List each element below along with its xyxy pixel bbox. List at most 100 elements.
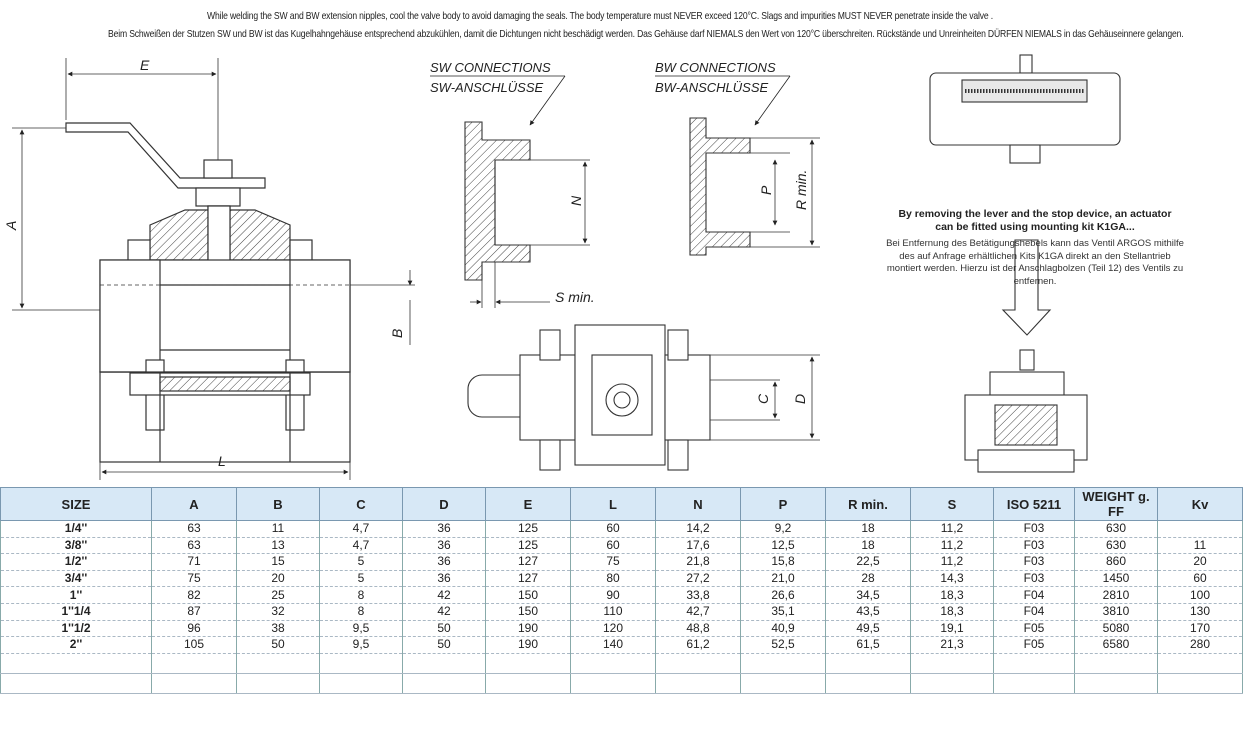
table-cell: 50	[236, 636, 320, 654]
welding-note-english: While welding the SW and BW extension ni…	[207, 10, 993, 22]
col-b: B	[236, 487, 320, 521]
col-iso: ISO 5211	[993, 487, 1075, 521]
table-cell: 170	[1157, 620, 1243, 638]
table-cell: 18,3	[910, 603, 994, 621]
col-s: S	[910, 487, 994, 521]
col-weight: WEIGHT g. FF	[1074, 487, 1158, 521]
table-cell: 20	[236, 570, 320, 588]
table-cell: F05	[993, 636, 1075, 654]
size-cell: 1''1/2	[0, 620, 152, 638]
table-header-row: SIZE A B C D E L N P R min. S ISO 5211 W…	[0, 487, 1243, 521]
dim-label-l: L	[218, 453, 226, 469]
table-cell: F03	[993, 537, 1075, 555]
table-cell: 75	[570, 553, 656, 571]
table-cell: 150	[485, 603, 571, 621]
size-cell: 2''	[0, 636, 152, 654]
table-cell: 14,3	[910, 570, 994, 588]
table-cell: 32	[236, 603, 320, 621]
empty-cell	[1157, 653, 1243, 674]
size-cell: 1/4''	[0, 520, 152, 538]
table-cell: 630	[1074, 520, 1158, 538]
empty-cell	[740, 673, 826, 694]
table-cell: 15,8	[740, 553, 826, 571]
table-cell: 61,2	[655, 636, 741, 654]
table-cell: 11,2	[910, 520, 994, 538]
table-cell: 42	[402, 586, 486, 604]
table-cell: 4,7	[319, 537, 403, 555]
empty-cell	[655, 653, 741, 674]
table-cell: 190	[485, 636, 571, 654]
table-cell: 9,5	[319, 636, 403, 654]
table-cell: 60	[570, 520, 656, 538]
bw-connections-title: BW CONNECTIONS	[655, 60, 776, 75]
table-cell: 5080	[1074, 620, 1158, 638]
table-cell: 125	[485, 520, 571, 538]
empty-cell	[485, 653, 571, 674]
table-cell: 110	[570, 603, 656, 621]
empty-row	[0, 653, 1243, 674]
table-cell: 140	[570, 636, 656, 654]
table-cell: 3810	[1074, 603, 1158, 621]
size-cell: 1''	[0, 586, 152, 604]
dim-label-a: A	[3, 221, 19, 231]
empty-cell	[151, 673, 237, 694]
table-cell: 71	[151, 553, 237, 571]
table-cell: 11,2	[910, 553, 994, 571]
empty-cell	[570, 653, 656, 674]
col-size: SIZE	[0, 487, 152, 521]
table-cell: 35,1	[740, 603, 826, 621]
table-cell: 21,0	[740, 570, 826, 588]
dim-label-n: N	[568, 195, 584, 206]
table-cell: F03	[993, 520, 1075, 538]
table-cell: 61,5	[825, 636, 911, 654]
empty-cell	[485, 673, 571, 694]
table-cell: 60	[1157, 570, 1243, 588]
col-d: D	[402, 487, 486, 521]
table-cell: 8	[319, 586, 403, 604]
table-cell: F05	[993, 620, 1075, 638]
table-cell: 27,2	[655, 570, 741, 588]
table-cell: 36	[402, 520, 486, 538]
table-cell: 33,8	[655, 586, 741, 604]
bw-connection-section	[689, 117, 820, 256]
table-cell: 34,5	[825, 586, 911, 604]
table-cell	[1157, 520, 1243, 538]
actuator-note: By removing the lever and the stop devic…	[885, 208, 1185, 288]
table-cell: 860	[1074, 553, 1158, 571]
table-cell: 18,3	[910, 586, 994, 604]
size-cell: 3/8''	[0, 537, 152, 555]
table-cell: 63	[151, 520, 237, 538]
empty-cell	[570, 673, 656, 694]
size-cell: 1/2''	[0, 553, 152, 571]
empty-cell	[319, 653, 403, 674]
table-cell: F04	[993, 586, 1075, 604]
table-cell: 11	[236, 520, 320, 538]
empty-cell	[825, 673, 911, 694]
actuator-note-german: Bei Entfernung des Betätigungshebels kan…	[886, 238, 1184, 287]
table-cell: 96	[151, 620, 237, 638]
empty-cell	[910, 653, 994, 674]
sw-connections-title: SW CONNECTIONS	[430, 60, 551, 75]
table-cell: 11,2	[910, 537, 994, 555]
table-cell: 20	[1157, 553, 1243, 571]
col-n: N	[655, 487, 741, 521]
table-cell: 280	[1157, 636, 1243, 654]
empty-cell	[993, 653, 1075, 674]
size-cell: 1''1/4	[0, 603, 152, 621]
size-cell: 3/4''	[0, 570, 152, 588]
table-cell: 40,9	[740, 620, 826, 638]
dim-label-r-min: R min.	[793, 170, 809, 210]
empty-cell	[1074, 673, 1158, 694]
col-e: E	[485, 487, 571, 521]
table-cell: 36	[402, 553, 486, 571]
table-cell: 21,3	[910, 636, 994, 654]
table-cell: 60	[570, 537, 656, 555]
table-cell: 36	[402, 570, 486, 588]
empty-cell	[319, 673, 403, 694]
table-cell: 11	[1157, 537, 1243, 555]
empty-cell	[993, 673, 1075, 694]
